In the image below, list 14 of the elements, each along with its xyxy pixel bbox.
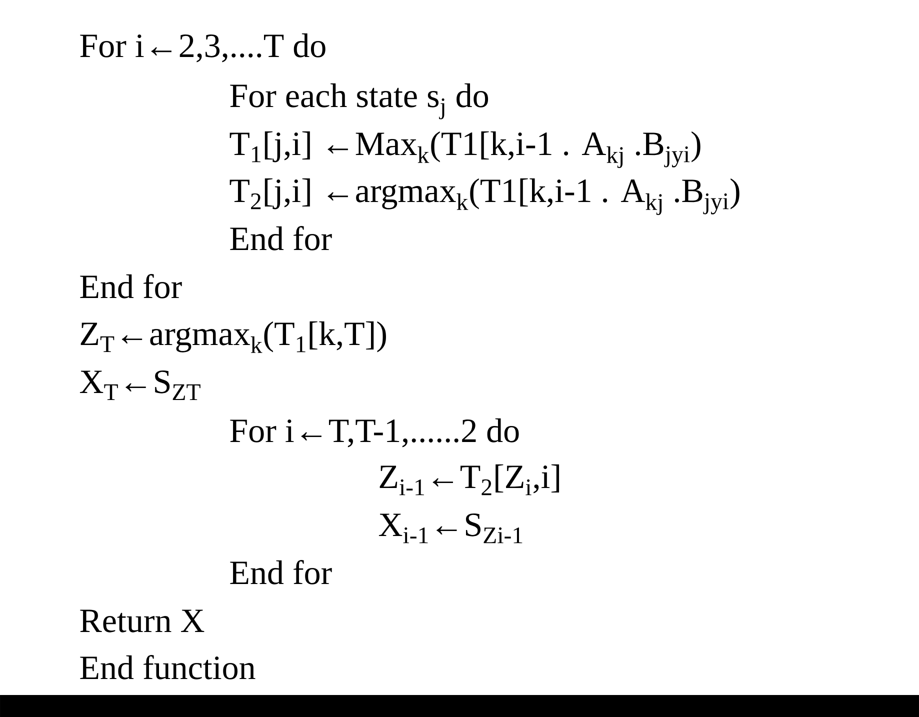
code-line: For each state s$_{j}$ do [230, 83, 488, 120]
code-line: End for [230, 226, 332, 250]
code-line: X$_{i-1}$←S$_{Zi-1}$ [378, 513, 522, 544]
code-line: Z$_{T}$←argmax$_{k}$(T$_{1}$[k,T]) [80, 321, 386, 353]
code-line: Return X [80, 610, 204, 632]
code-line: T$_{1}$[j,i] ←Max$_{k}$(T1[k,i-1 . A$_{kj}$ .B$_{jyi}$) [230, 131, 700, 168]
code-line: Z$_{i-1}$←T$_{2}$[Z$_{i}$,i] [380, 464, 560, 496]
code-line: For i←2,3,....T do [80, 33, 326, 62]
code-line: X$_{T}$←S$_{ZT}$ [80, 370, 200, 400]
code-line: End function [80, 655, 256, 680]
code-line: For i←T,T-1,......2 do [230, 418, 519, 448]
code-line: End for [230, 560, 332, 584]
code-line: T$_{2}$[j,i] ←argmax$_{k}$(T1[k,i-1 . A$_{kj}$ .B$_{jyi}$) [230, 178, 740, 215]
code-line: End for [80, 274, 182, 298]
